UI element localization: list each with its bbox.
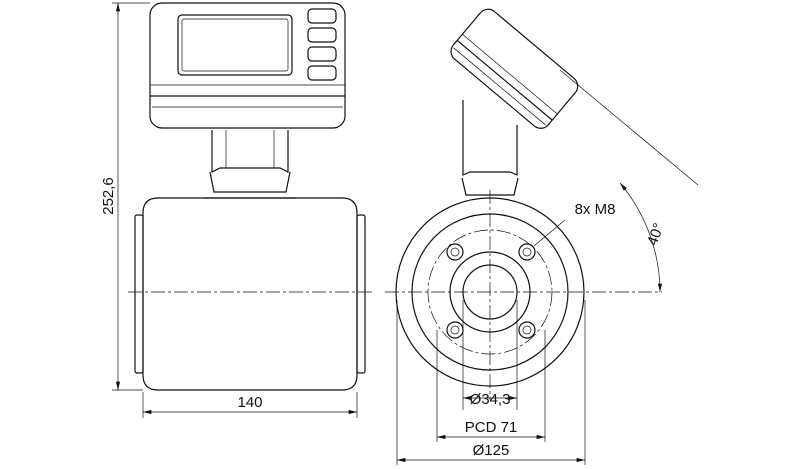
length-dimension: 140	[237, 394, 262, 411]
side-neck	[462, 100, 518, 176]
neck	[211, 130, 289, 173]
bolt-label: 8x M8	[575, 201, 616, 218]
height-dimension: 252,6	[100, 177, 117, 215]
button-icon	[307, 8, 337, 24]
bore-dimension: Ø34,3	[470, 391, 511, 408]
display-screen	[177, 14, 293, 76]
side-view	[385, 8, 699, 465]
button-icon	[307, 27, 337, 43]
pcd-dimension: PCD 71	[465, 419, 518, 436]
transmitter-housing	[149, 2, 346, 129]
tilted-housing	[450, 8, 579, 129]
bolt-holes	[446, 243, 536, 339]
angle-label: 40°	[644, 221, 668, 248]
front-view	[112, 2, 372, 418]
button-icon	[307, 46, 337, 62]
flange-dimension: Ø125	[473, 442, 510, 459]
meter-body	[142, 197, 358, 391]
button-icon	[307, 65, 337, 81]
